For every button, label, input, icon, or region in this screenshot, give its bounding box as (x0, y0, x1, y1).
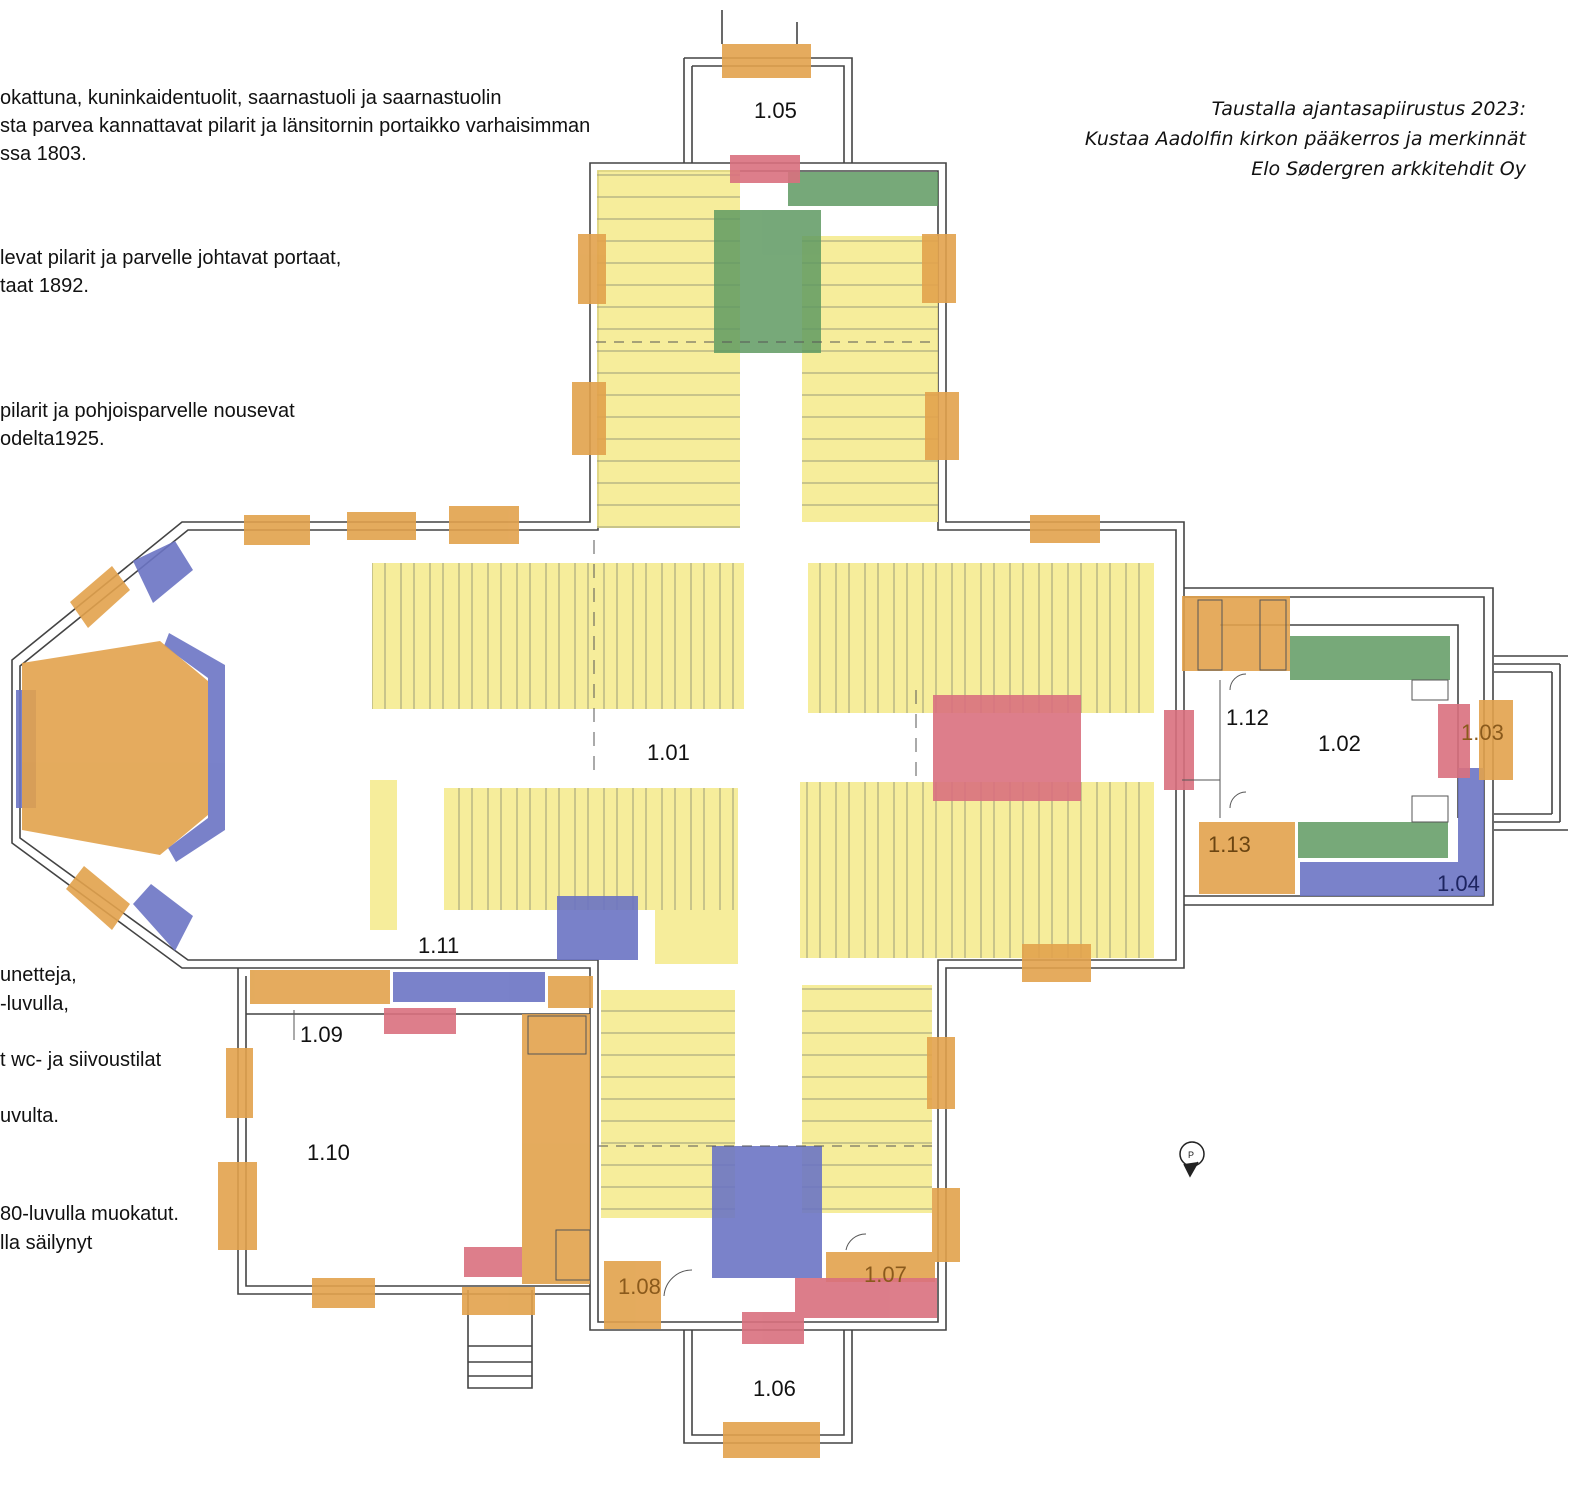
legend-line: sta parvea kannattavat pilarit ja länsit… (0, 115, 591, 137)
room-label: 1.05 (754, 98, 797, 123)
room-label: 1.02 (1318, 731, 1361, 756)
legend-line: ssa 1803. (0, 143, 87, 165)
legend-line: t wc- ja siivoustilat (0, 1049, 162, 1071)
legend-line: unetteja, (0, 964, 77, 986)
red-areas (384, 155, 1470, 1344)
room-label: 1.04 (1437, 871, 1480, 896)
legend-line: taat 1892. (0, 275, 89, 297)
interior-lines (293, 341, 1449, 1297)
legend-line: odelta1925. (0, 428, 105, 450)
legend-line: pilarit ja pohjoisparvelle nousevat (0, 400, 295, 422)
marker-letter: P (1188, 1150, 1194, 1160)
room-label: 1.10 (307, 1140, 350, 1165)
caption-line: Taustalla ajantasapiirustus 2023: (1211, 98, 1526, 120)
room-label: 1.13 (1208, 832, 1251, 857)
green-areas (714, 172, 1450, 858)
legend-line: lla säilynyt (0, 1232, 93, 1254)
room-label: 1.01 (647, 740, 690, 765)
legend-line: 80-luvulla muokatut. (0, 1203, 179, 1225)
caption-line: Elo Sødergren arkkitehdit Oy (1251, 158, 1526, 180)
room-label: 1.08 (618, 1274, 661, 1299)
room-label: 1.07 (864, 1262, 907, 1287)
pew-areas (370, 170, 1154, 1218)
map-marker-icon (1179, 1141, 1205, 1178)
orange-areas (22, 44, 1513, 1458)
blue-areas (16, 541, 1484, 1278)
legend-line: levat pilarit ja parvelle johtavat porta… (0, 247, 342, 269)
drawing-caption: Taustalla ajantasapiirustus 2023: Kustaa… (1085, 94, 1526, 184)
room-label: 1.11 (418, 933, 460, 958)
room-label: 1.12 (1226, 705, 1269, 730)
legend-line: -luvulla, (0, 993, 69, 1015)
caption-line: Kustaa Aadolfin kirkon pääkerros ja merk… (1084, 128, 1526, 150)
room-label: 1.09 (300, 1022, 343, 1047)
room-label: 1.06 (753, 1376, 796, 1401)
legend-line: okattuna, kuninkaidentuolit, saarnastuol… (0, 87, 502, 109)
room-label: 1.03 (1461, 720, 1504, 745)
legend-line: uvulta. (0, 1105, 59, 1127)
